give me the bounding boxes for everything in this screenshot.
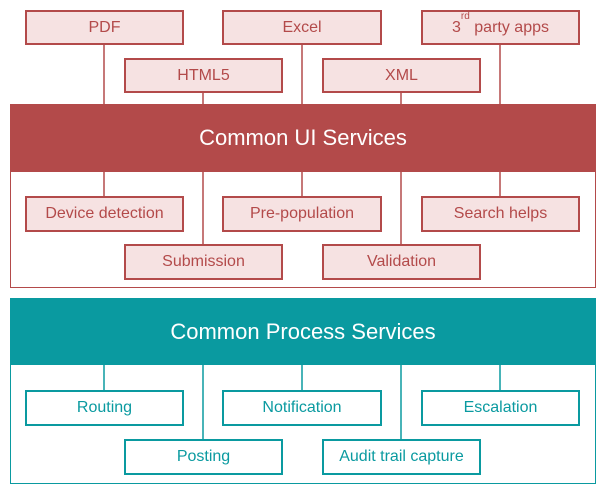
audit-trail-capture-label: Audit trail capture [339,448,464,465]
audit-trail-capture-box: Audit trail capture [322,439,481,475]
pre-population-box: Pre-population [222,196,382,232]
third-party-apps-label: 3rd party apps [452,11,549,36]
routing-box: Routing [25,390,184,426]
pdf-box: PDF [25,10,184,45]
ui-services-title: Common UI Services [199,125,407,150]
html5-box: HTML5 [124,58,283,93]
search-helps-label: Search helps [453,205,548,222]
submission-box: Submission [124,244,283,280]
excel-box: Excel [222,10,382,45]
excel-label: Excel [282,18,322,36]
ui-services-banner: Common UI Services [10,104,596,172]
notification-box: Notification [222,390,382,426]
validation-box: Validation [322,244,481,280]
third-party-apps-box: 3rd party apps [421,10,580,45]
submission-label: Submission [162,253,245,270]
xml-label: XML [385,66,418,84]
process-services-title: Common Process Services [170,318,436,344]
xml-box: XML [322,58,481,93]
search-helps-box: Search helps [421,196,580,232]
pdf-label: PDF [88,18,121,36]
device-detection-label: Device detection [45,205,164,222]
notification-label: Notification [262,399,342,416]
validation-label: Validation [366,253,437,270]
posting-box: Posting [124,439,283,475]
pre-population-label: Pre-population [249,205,355,222]
device-detection-box: Device detection [25,196,184,232]
escalation-label: Escalation [463,399,538,416]
process-services-banner: Common Process Services [10,298,596,365]
posting-label: Posting [176,448,231,465]
html5-label: HTML5 [177,66,230,84]
routing-label: Routing [76,399,133,416]
escalation-box: Escalation [421,390,580,426]
